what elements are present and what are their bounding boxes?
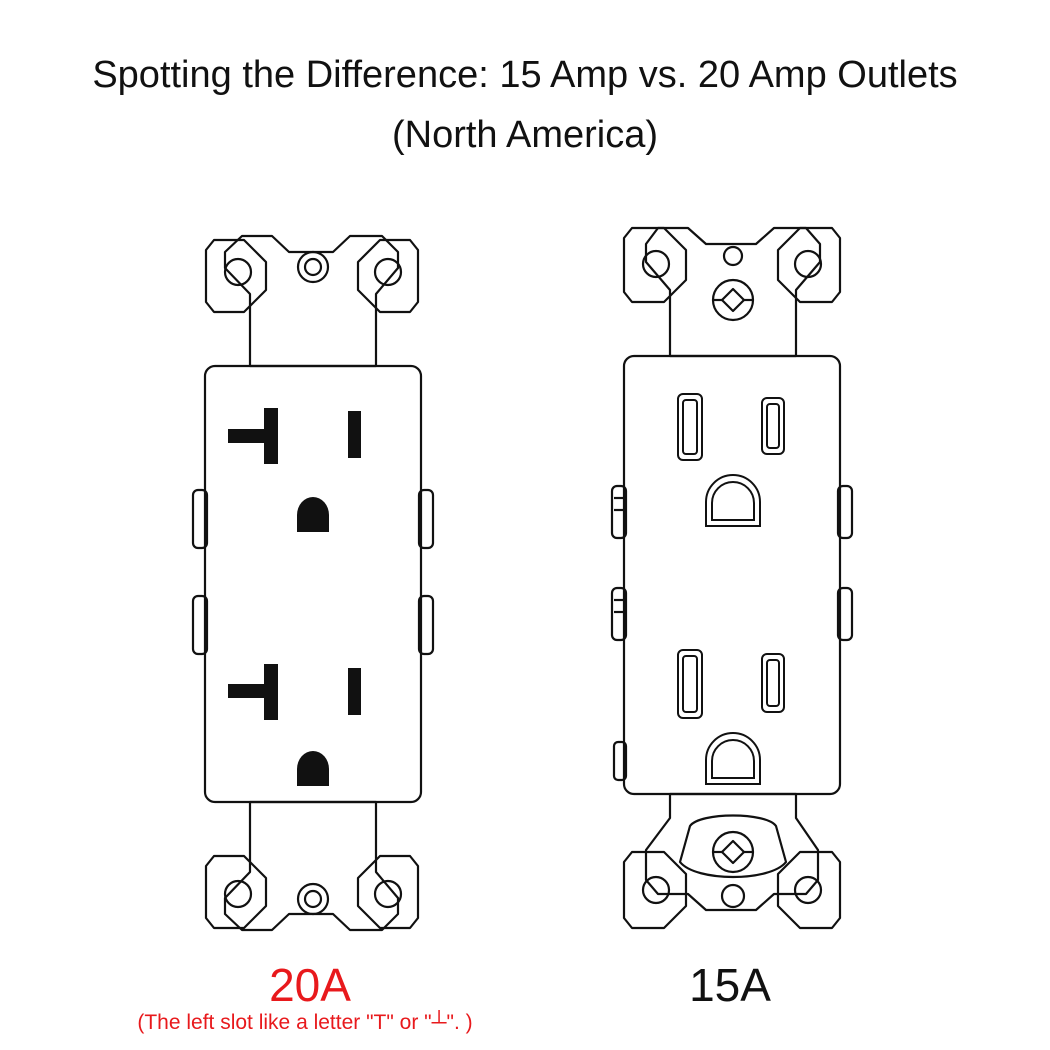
outlet-20a-mount-hole-tr — [373, 257, 403, 287]
outlet-15a-label: 15A — [689, 959, 771, 1011]
outlet-20a-terminal-right-1 — [417, 488, 435, 550]
outlet-20a-mount-hole-tl — [223, 257, 253, 287]
outlet-20a-upper-receptacle — [228, 408, 361, 532]
hot-slot-upper-15a — [761, 397, 785, 455]
outlet-20a-slots — [228, 408, 361, 786]
outlet-15a-hole-top-small — [722, 245, 744, 267]
ground-hole-upper-15a — [705, 474, 761, 527]
neutral-slot-lower — [677, 649, 703, 719]
outlet-20a-screw-bottom-inner — [303, 889, 323, 909]
outlet-15a-upper-receptacle — [677, 393, 785, 527]
outlet-15a-bottom-tab-left — [622, 850, 688, 930]
outlet-15a-terminal-left-1 — [610, 484, 628, 540]
outlet-20a-mount-hole-bl — [223, 879, 253, 909]
outlet-20a-screw-bottom-outer — [296, 882, 330, 916]
neutral-slot-upper — [677, 393, 703, 461]
outlet-20a-screw-top-outer — [296, 250, 330, 284]
outlet-15a-terminal-left-2 — [610, 586, 628, 642]
outlet-15a-bottom-plate — [678, 814, 788, 879]
outlet-15a-mount-hole-tr — [793, 249, 823, 279]
outlet-20a-terminal-left-2 — [191, 594, 209, 656]
outlet-20a-bottom-strap — [223, 800, 400, 932]
outlet-20a-lower-receptacle — [228, 664, 361, 786]
outlet-20a-top-tab-left — [204, 238, 268, 314]
outlet-15a-terminal-left-3 — [612, 740, 628, 782]
outlet-15a-terminal-right-2 — [836, 586, 854, 642]
outlet-15a — [610, 226, 854, 930]
outlet-20a-terminal-right-2 — [417, 594, 435, 656]
outlet-15a-terminal-right-1 — [836, 484, 854, 540]
ground-hole-lower — [297, 751, 329, 786]
outlet-15a-slots — [677, 393, 785, 785]
outlet-15a-mount-hole-tl — [641, 249, 671, 279]
outlet-15a-top-tab-right — [776, 226, 842, 304]
outlet-15a-mount-hole-bl — [641, 875, 671, 905]
hot-slot-lower-15a — [761, 653, 785, 713]
outlet-20a-terminal-left-1 — [191, 488, 209, 550]
outlet-15a-screw-bottom-head — [720, 839, 746, 865]
outlet-20a-bottom-tab-right — [356, 854, 420, 930]
outlet-20a — [191, 234, 435, 932]
t-slot-neutral-lower-stem — [264, 664, 278, 720]
outlet-20a-bottom-tab-left — [204, 854, 268, 930]
hot-slot-upper — [348, 411, 361, 458]
outlet-20a-note: (The left slot like a letter "T" or "┴".… — [137, 1011, 473, 1034]
ground-hole-upper — [297, 497, 329, 532]
outlet-15a-mount-hole-br — [793, 875, 823, 905]
outlet-15a-bottom-strap — [644, 792, 820, 912]
outlet-15a-body — [622, 354, 842, 796]
t-slot-neutral-upper-stem — [264, 408, 278, 464]
diagram-title-line2: (North America) — [391, 114, 659, 156]
outlet-15a-bottom-tab-right — [776, 850, 842, 930]
outlet-20a-screw-top-inner — [303, 257, 323, 277]
hot-slot-lower — [348, 668, 361, 715]
outlet-20a-mount-hole-br — [373, 879, 403, 909]
outlet-20a-top-tab-right — [356, 238, 420, 314]
outlet-15a-screw-top-head — [720, 287, 746, 313]
outlet-15a-lower-receptacle — [677, 649, 785, 785]
outlet-15a-top-tab-left — [622, 226, 688, 304]
diagram-title-line1: Spotting the Difference: 15 Amp vs. 20 A… — [92, 54, 958, 96]
ground-hole-lower-15a — [705, 732, 761, 785]
outlet-15a-hole-bottom-small — [720, 883, 746, 909]
outlet-20a-top-strap — [223, 234, 400, 368]
outlet-20a-label: 20A — [269, 959, 351, 1011]
